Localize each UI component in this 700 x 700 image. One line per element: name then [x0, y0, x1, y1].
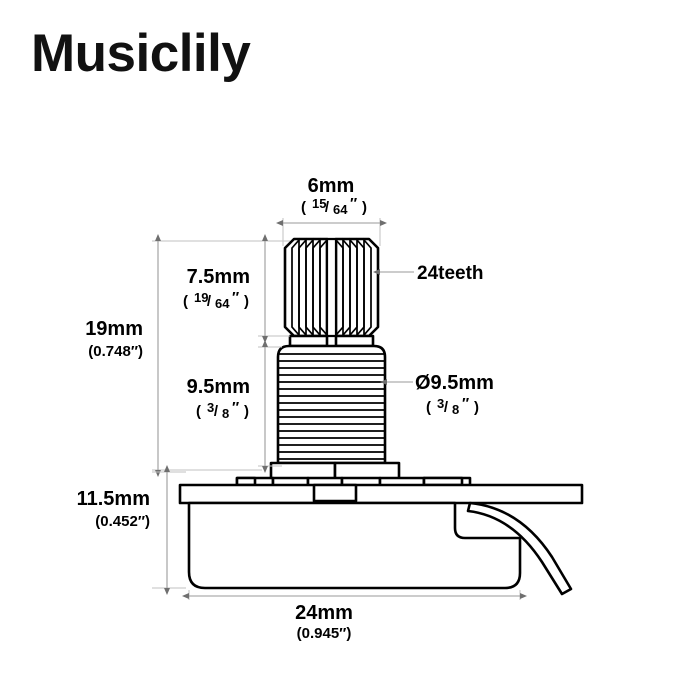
shaft-base-collar — [288, 334, 375, 348]
dimension-body-width: 24mm (0.945″) — [182, 590, 527, 642]
svg-text:3: 3 — [207, 400, 214, 415]
svg-text:): ) — [244, 293, 249, 310]
svg-text:(: ( — [196, 403, 201, 420]
part-geometry — [178, 237, 584, 596]
svg-text:(: ( — [183, 293, 188, 310]
dimension-shaft-width-value: 6mm — [308, 175, 355, 197]
svg-text:8: 8 — [222, 406, 229, 421]
dimension-body-height-value: 11.5mm — [77, 488, 150, 510]
dimension-bushing-diameter-value: Ø9.5mm — [415, 372, 494, 394]
threaded-bushing — [276, 344, 387, 465]
dimension-annotations: 6mm ( 15 / 64 ″ ) 7.5mm ( 19 — [77, 175, 527, 642]
svg-text:64: 64 — [215, 296, 230, 311]
bushing-threads — [277, 353, 386, 460]
dimension-bushing-length-value: 9.5mm — [187, 376, 250, 398]
svg-text:): ) — [244, 403, 249, 420]
svg-text:″: ″ — [232, 289, 239, 306]
svg-text:/: / — [207, 293, 212, 310]
brand-logo: Musiclily — [31, 24, 251, 83]
dimension-bushing-diameter: Ø9.5mm ( 3 / 8 ″ ) — [380, 372, 494, 417]
dimension-shaft-width: 6mm ( 15 / 64 ″ ) — [276, 175, 387, 246]
svg-text:″: ″ — [232, 399, 239, 416]
dimension-body-height: 11.5mm (0.452″) — [77, 465, 186, 595]
svg-text:(: ( — [301, 199, 306, 216]
flange-top-blocks — [269, 461, 401, 483]
dimension-overall-height-value: 19mm — [85, 318, 143, 340]
svg-text:8: 8 — [452, 402, 459, 417]
svg-text:3: 3 — [437, 396, 444, 411]
potentiometer-body — [187, 501, 522, 590]
dimension-body-width-imperial: (0.945″) — [297, 625, 352, 642]
mounting-flange — [178, 476, 584, 505]
dimension-bushing-diameter-imperial: ( 3 / 8 ″ ) — [426, 395, 479, 417]
svg-text:″: ″ — [462, 395, 469, 412]
svg-text:″: ″ — [350, 195, 357, 212]
dimension-body-height-imperial: (0.452″) — [95, 513, 150, 530]
dimension-overall-height: 19mm (0.748″) — [85, 234, 262, 477]
svg-text:19: 19 — [194, 290, 208, 305]
dimension-overall-height-imperial: (0.748″) — [88, 343, 143, 360]
dimension-shaft-width-imperial: ( 15 / 64 ″ ) — [301, 195, 367, 217]
svg-text:64: 64 — [333, 202, 348, 217]
dimension-shaft-length-value: 7.5mm — [187, 266, 250, 288]
svg-text:/: / — [444, 399, 449, 416]
dimension-body-width-value: 24mm — [295, 602, 353, 624]
annotation-spline-teeth: 24teeth — [373, 263, 484, 284]
svg-text:/: / — [214, 403, 219, 420]
knurled-shaft — [283, 237, 380, 338]
solder-terminal-lugs — [466, 501, 573, 596]
svg-text:(: ( — [426, 399, 431, 416]
annotation-spline-teeth-label: 24teeth — [417, 263, 484, 284]
dimension-shaft-length-imperial: ( 19 / 64 ″ ) — [183, 289, 249, 311]
dimension-bushing-length: 9.5mm ( 3 / 8 ″ ) — [187, 340, 282, 473]
dimension-shaft-length: 7.5mm ( 19 / 64 ″ ) — [183, 234, 290, 343]
dimension-bushing-length-imperial: ( 3 / 8 ″ ) — [196, 399, 249, 421]
svg-text:15: 15 — [312, 196, 326, 211]
svg-text:/: / — [325, 199, 330, 216]
svg-text:): ) — [474, 399, 479, 416]
svg-text:): ) — [362, 199, 367, 216]
